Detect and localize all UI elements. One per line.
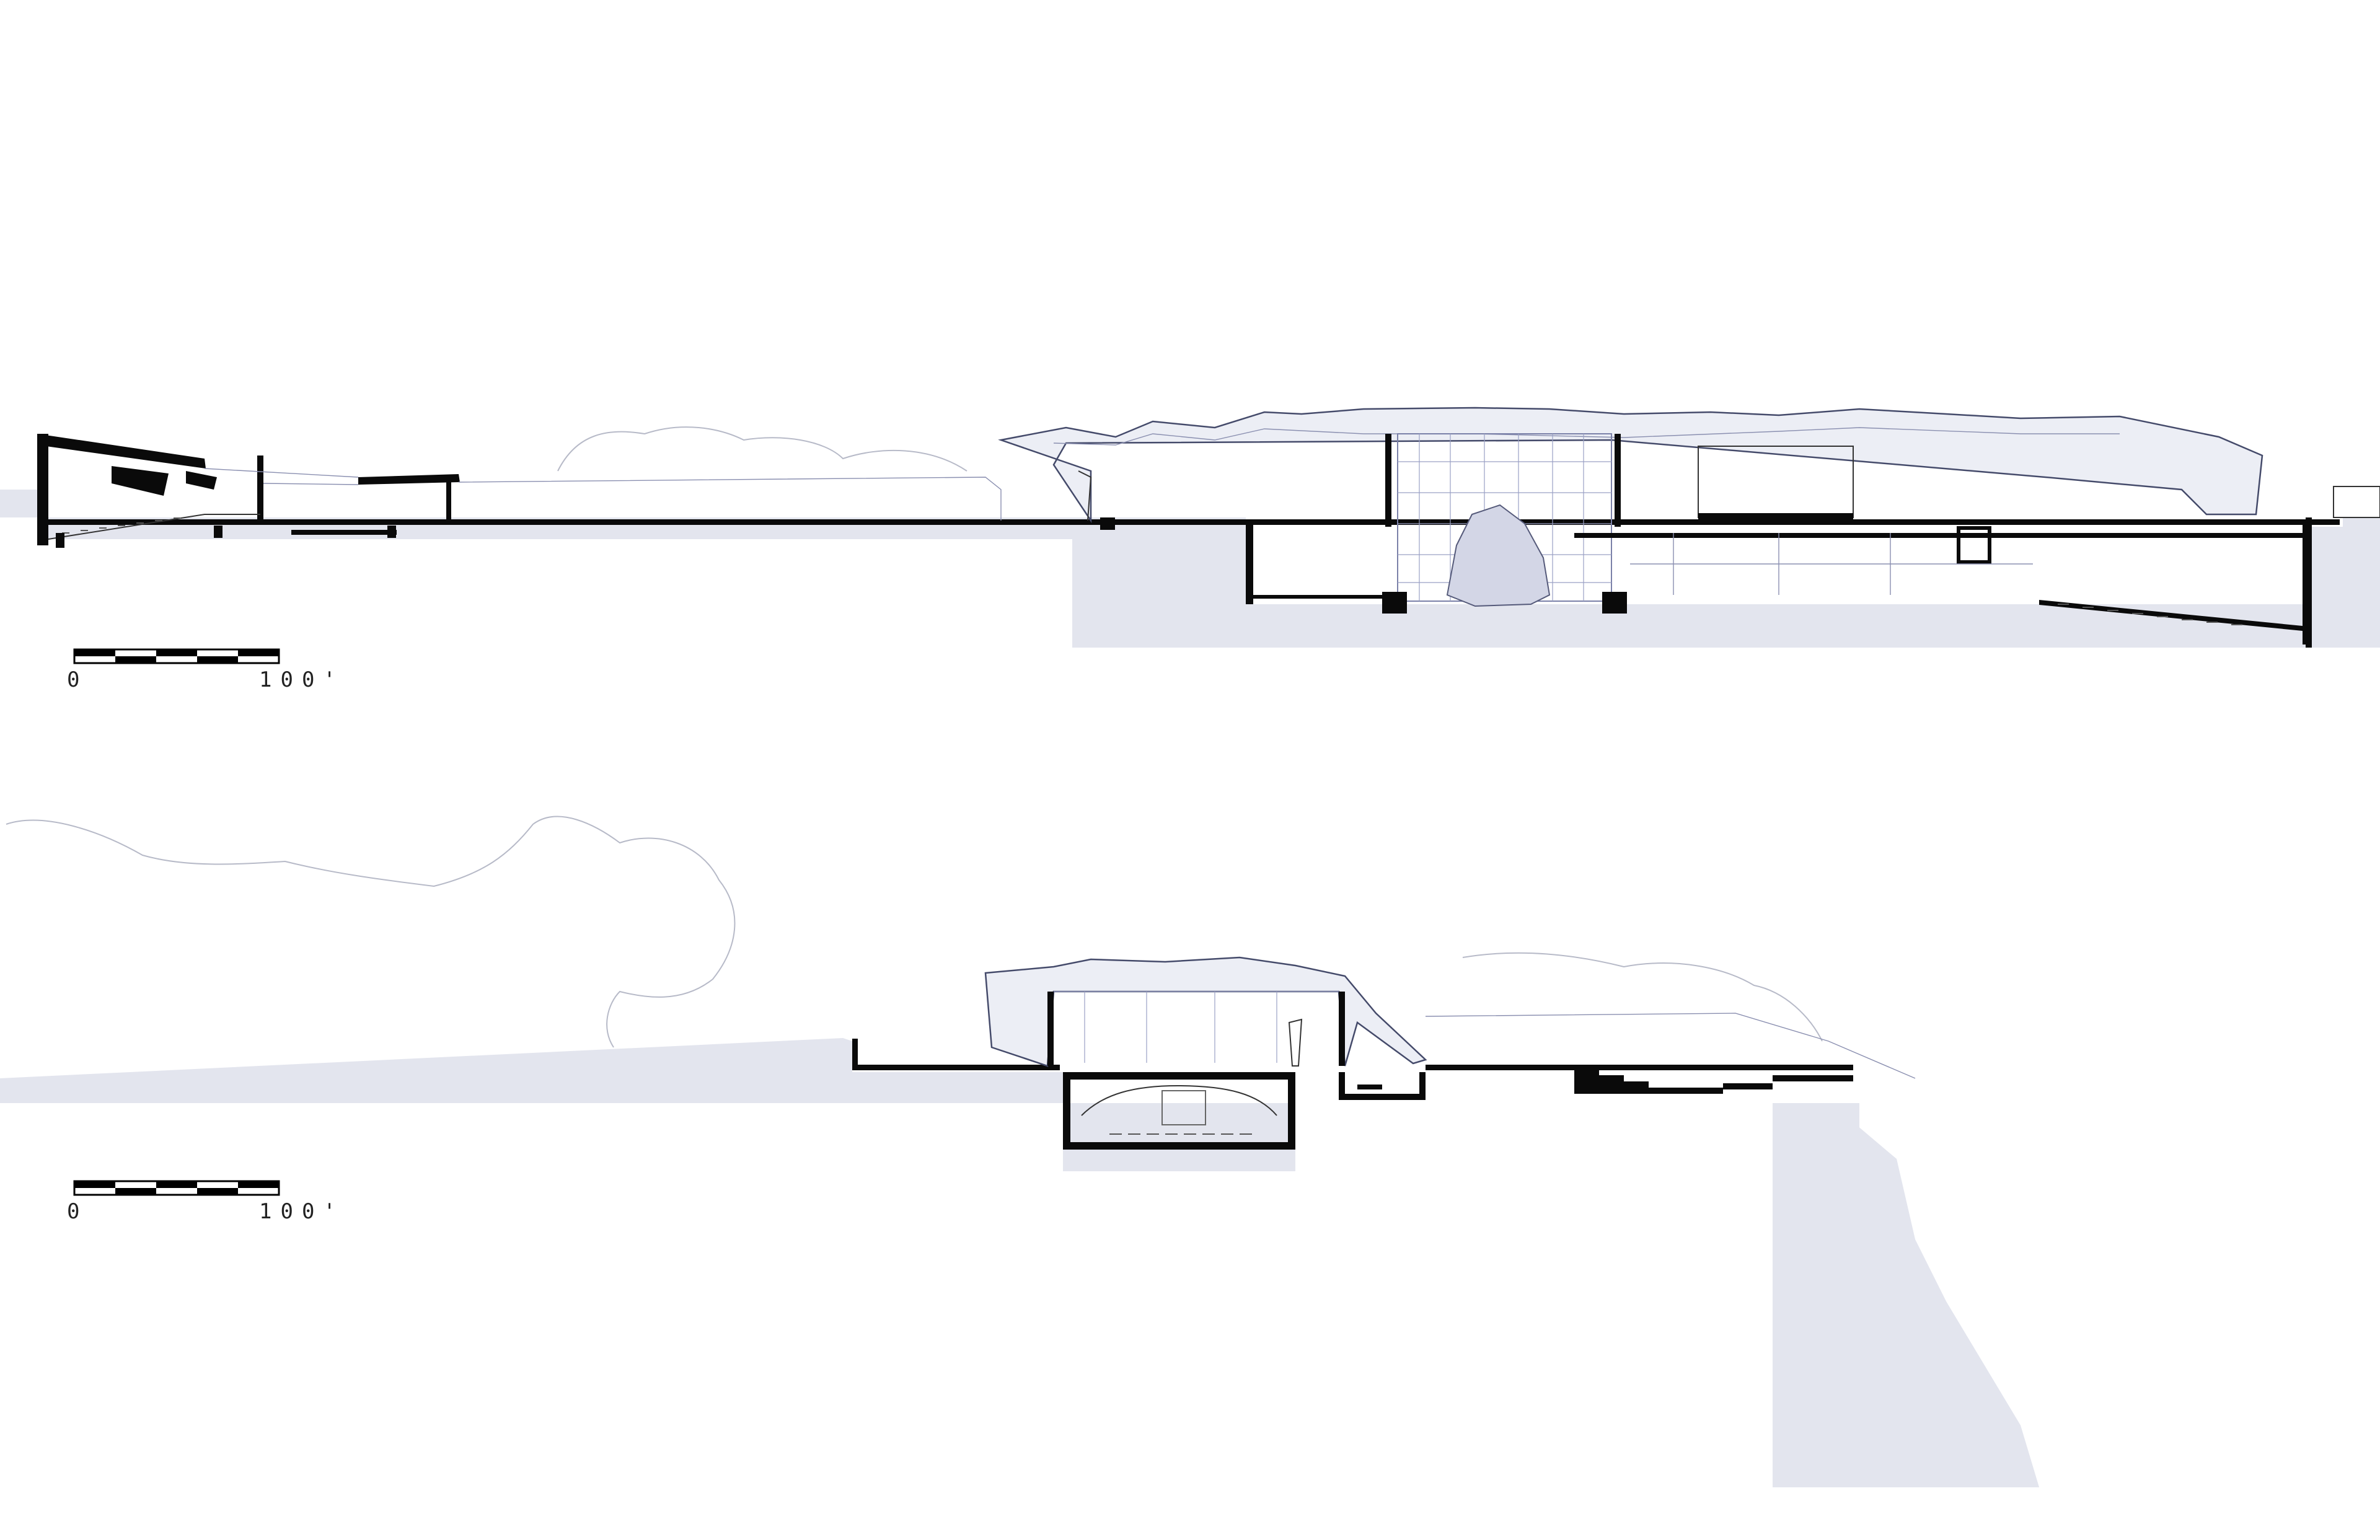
basement-void <box>1246 527 2309 604</box>
scale-bar-2: 0 100' <box>67 1180 345 1224</box>
transverse-ground-slab-left <box>852 1065 1060 1070</box>
scale-bar-1: 0 100' <box>67 648 345 692</box>
transverse-ground-slab-right <box>1426 1065 1853 1070</box>
tree-canopy-outline <box>6 816 736 1048</box>
scale-end-label: 100' <box>259 667 345 692</box>
scale-end-label: 100' <box>259 1199 345 1224</box>
scale-start-label: 0 <box>67 1199 88 1224</box>
section-longitudinal: 0 100' <box>0 407 2380 692</box>
left-theater <box>37 434 1002 548</box>
tree-outline-top <box>557 426 967 472</box>
rock-sculpture <box>1446 504 1551 607</box>
glazed-atrium <box>1397 433 1612 607</box>
pavilion <box>984 956 1427 1067</box>
upper-level-slab <box>1103 519 2340 525</box>
ground-slope-left <box>0 1038 2039 1487</box>
main-roof <box>998 407 2263 524</box>
scale-start-label: 0 <box>67 667 88 692</box>
terraced-steps <box>1574 1069 1853 1094</box>
plaza-slab <box>37 519 1103 525</box>
ground-cliff <box>1773 1103 1859 1487</box>
right-retaining-wall <box>2306 517 2312 648</box>
main-building <box>998 407 2310 645</box>
basement-theater <box>1063 1072 1295 1150</box>
section-transverse: 0 100' <box>0 816 2039 1487</box>
